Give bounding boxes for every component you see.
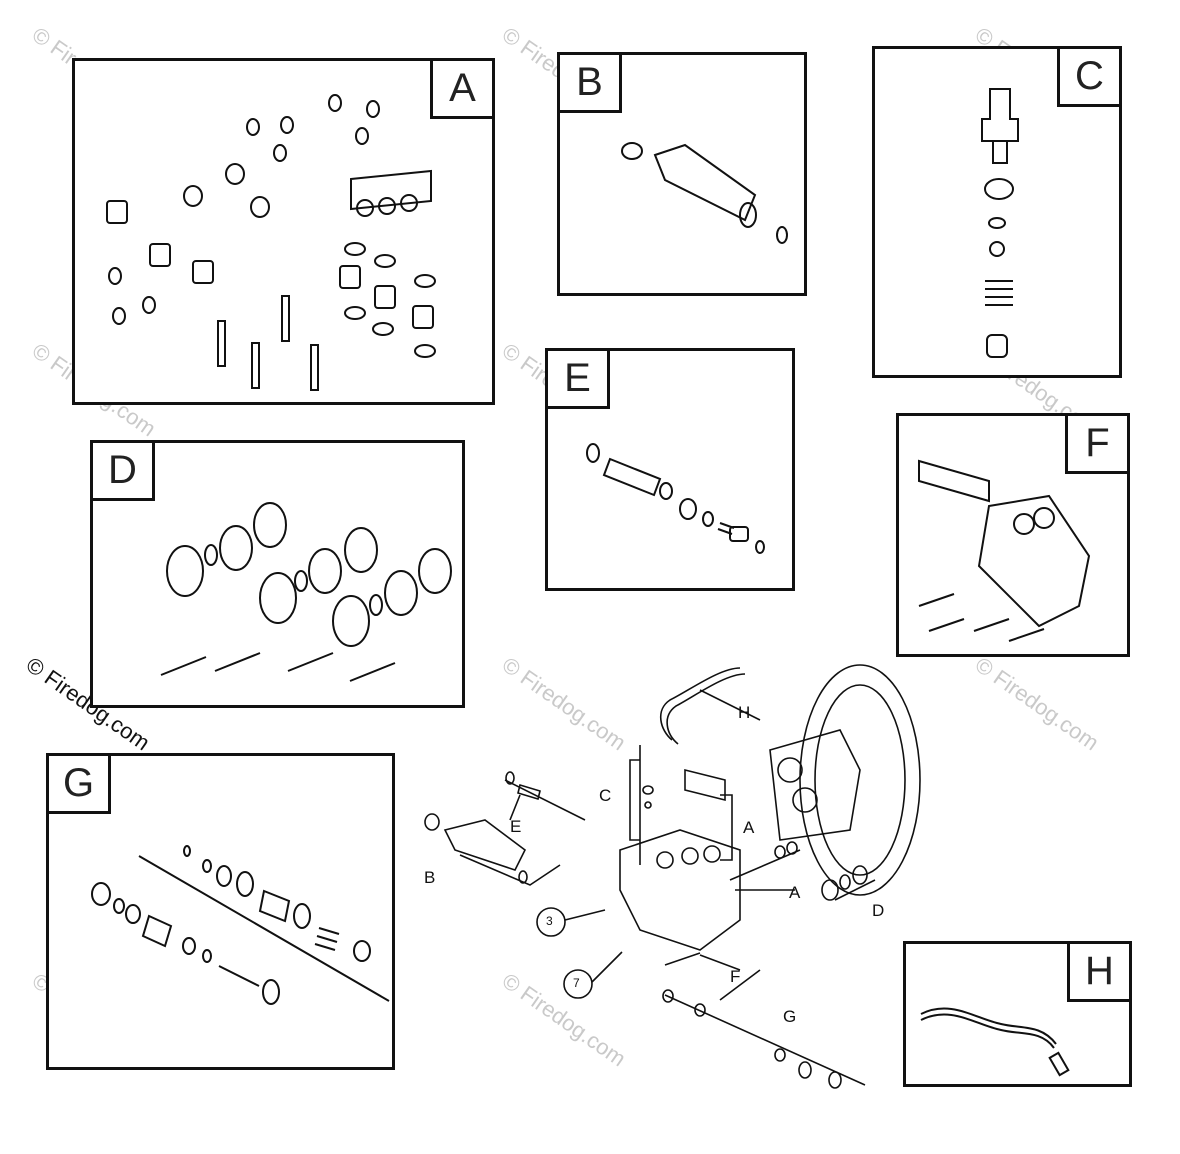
assembly-label-e: E [510,817,522,836]
panel-e: E [545,348,795,591]
panel-g: G [46,753,395,1070]
panel-a-label: A [430,61,492,119]
callout-3: 3 [546,914,553,928]
watermark-7: © Firedog.com [497,652,631,756]
panel-h-label: H [1067,944,1129,1002]
assembly-label-c: C [599,786,612,805]
assembly-label-a2: A [789,883,801,902]
panel-f-parts [918,459,1091,642]
assembly-label-g: G [783,1007,797,1026]
panel-b: B [557,52,807,296]
panel-d-parts [160,502,452,682]
panel-f: F [896,413,1130,657]
assembly-label-d: D [872,901,885,920]
assembly-label-a1: A [743,818,755,837]
panel-b-label: B [560,55,622,113]
panel-g-label: G [49,756,111,814]
panel-d: D [90,440,465,708]
callout-7: 7 [573,976,580,990]
panel-e-label: E [548,351,610,409]
panel-b-parts [621,142,788,244]
panel-g-parts [91,845,390,1005]
panel-c-parts [981,88,1019,358]
panel-e-parts [586,443,765,554]
panel-c: C [872,46,1122,378]
watermark-10: © Firedog.com [497,968,631,1072]
panel-a: A [72,58,495,405]
panel-a-parts [106,94,436,391]
panel-h: H [903,941,1132,1087]
watermark-8: © Firedog.com [970,652,1104,756]
panel-d-label: D [93,443,155,501]
assembly-label-h: H [738,703,751,722]
panel-f-label: F [1065,416,1127,474]
panel-h-parts [920,1007,1070,1077]
assembly-label-b: B [424,868,436,887]
panel-c-label: C [1057,49,1119,107]
assembly-label-f: F [730,967,741,986]
